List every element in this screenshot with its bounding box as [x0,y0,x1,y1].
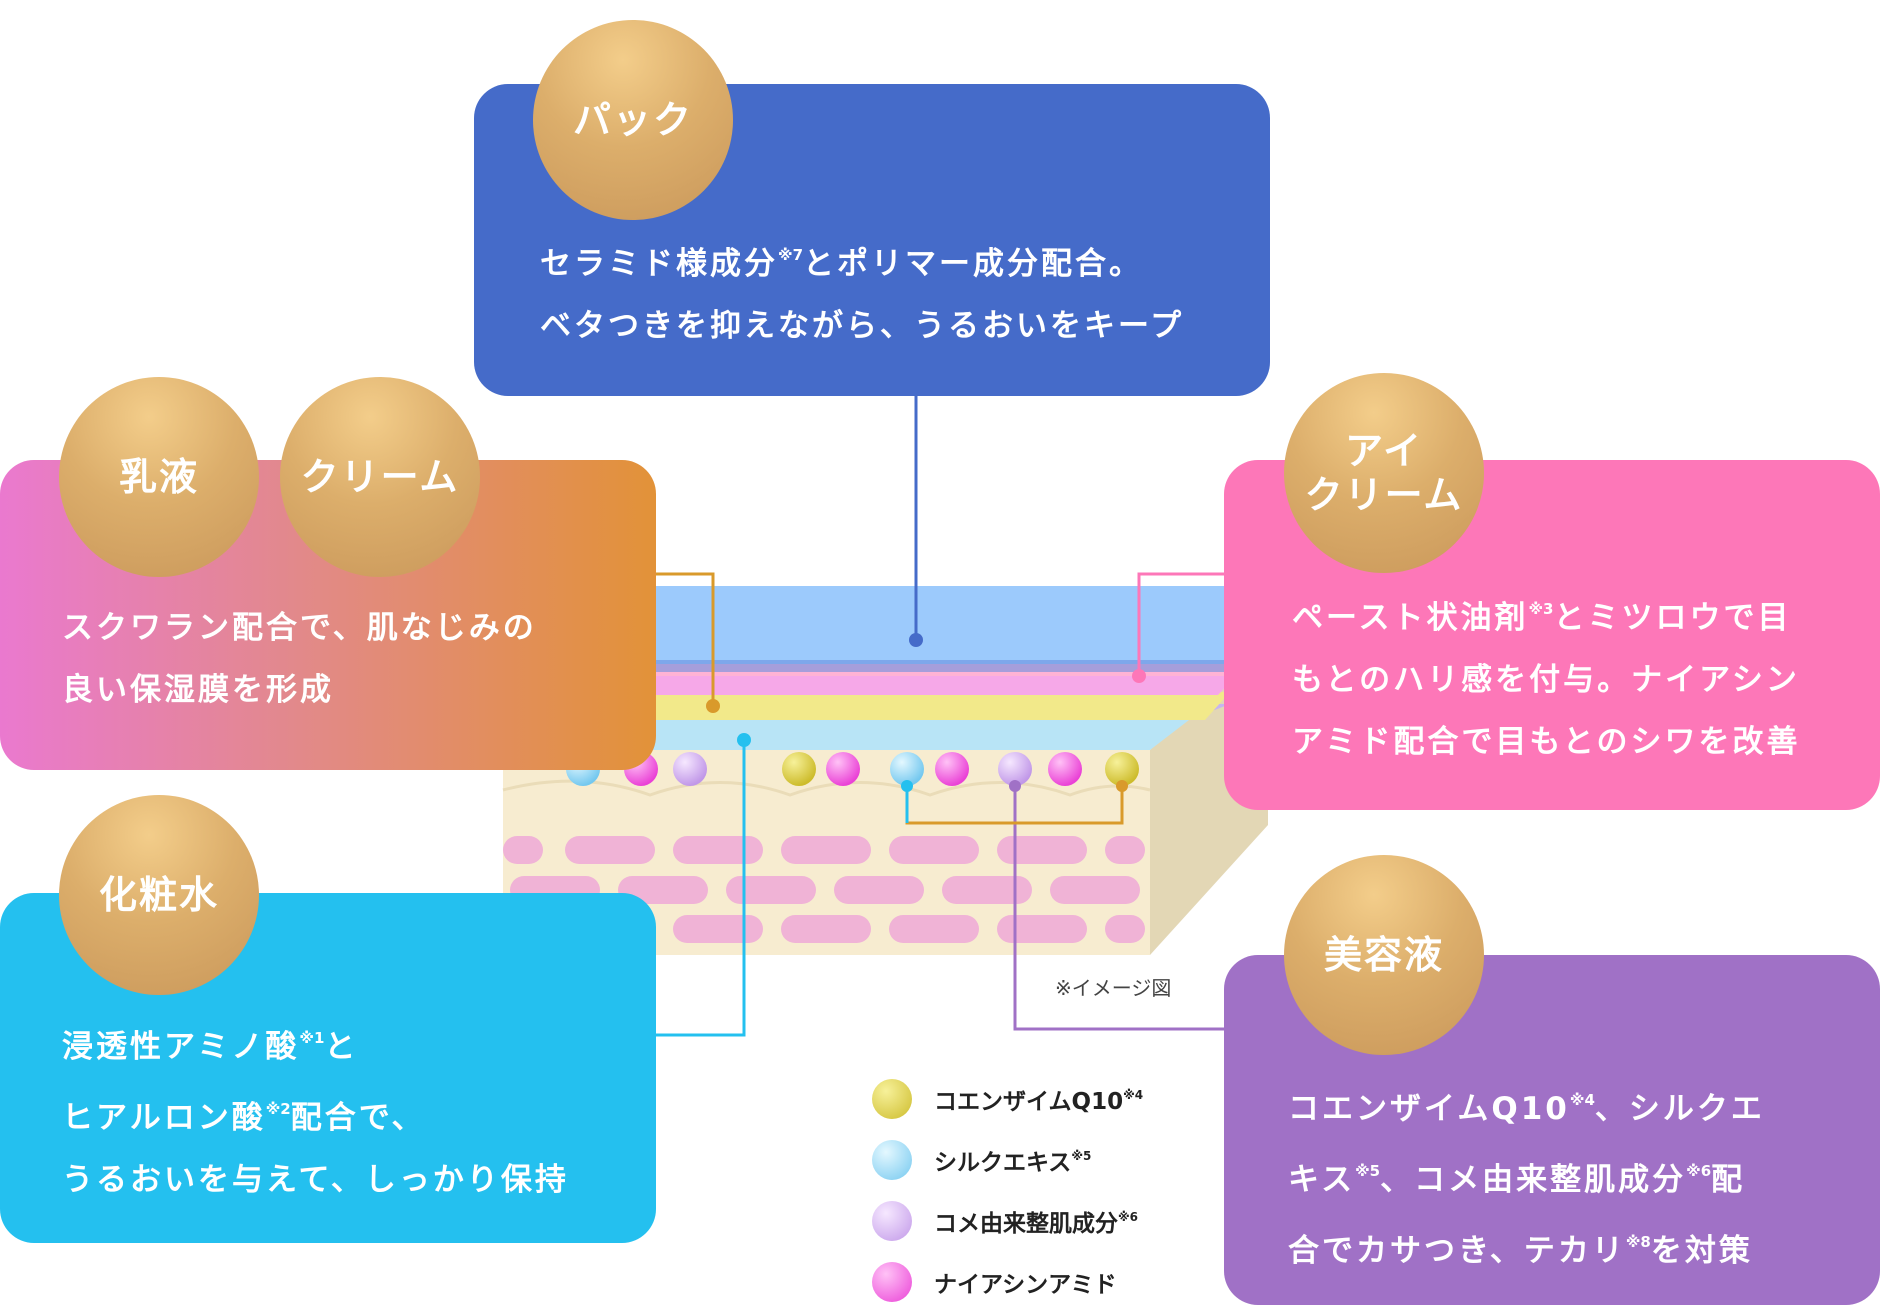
connector-pack [909,396,923,647]
layer-milk [530,692,1230,720]
legend-item-rice: コメ由来整肌成分※6 [872,1199,1138,1243]
badge-eye-label-1: アイ [1344,428,1424,473]
eye-cream-card: ペースト状油剤※3とミツロウで目 もとのハリ感を付与。ナイアシン アミド配合で目… [1224,460,1880,810]
rice-dot-icon [872,1201,912,1241]
serum-footnote-1: ※4 [1569,1091,1595,1109]
legend-label-coq10: コエンザイムQ10※4 [934,1088,1144,1115]
serum-line2-mid: 、コメ由来整肌成分 [1380,1162,1687,1198]
legend-item-silk: シルクエキス※5 [872,1138,1091,1182]
badge-eye-cream: アイ クリーム [1284,373,1484,573]
lotion-line3: うるおいを与えて、しっかり保持 [62,1162,569,1198]
lotion-line2: ヒアルロン酸 [62,1100,266,1136]
legend-item-niacinamide: ナイアシンアミド [872,1260,1117,1304]
serum-line3: 合でカサつき、テカリ [1288,1233,1626,1269]
pack-line1-rest: とポリマー成分配合。 [803,246,1144,282]
badge-serum: 美容液 [1284,855,1484,1055]
badge-pack: パック [533,20,733,220]
connector-lotion [656,733,751,1037]
lotion-description: 浸透性アミノ酸※1と ヒアルロン酸※2配合で、 うるおいを与えて、しっかり保持 [62,1007,569,1211]
milk-description: スクワラン配合で、肌なじみの 良い保湿膜を形成 [62,597,537,721]
serum-footnote-2: ※5 [1355,1162,1381,1180]
silk-dot-icon [872,1140,912,1180]
legend-label-rice: コメ由来整肌成分※6 [934,1210,1139,1237]
eye-line3: アミド配合で目もとのシワを改善 [1292,724,1801,760]
serum-description: コエンザイムQ10※4、シルクエ キス※5、コメ由来整肌成分※6配 合でカサつき… [1288,1069,1765,1282]
badge-cream-label: クリーム [300,454,460,499]
connector-eye [1132,572,1224,683]
pack-line1: セラミド様成分 [540,246,778,282]
serum-line3-rest: を対策 [1650,1233,1753,1269]
pack-footnote: ※7 [778,246,804,264]
legend-label-silk: シルクエキス※5 [934,1149,1092,1176]
image-note: ※イメージ図 [1055,976,1172,1000]
badge-serum-label: 美容液 [1323,932,1444,977]
lotion-footnote-1: ※1 [299,1029,325,1047]
milk-line2: 良い保湿膜を形成 [62,672,334,708]
lotion-card: 浸透性アミノ酸※1と ヒアルロン酸※2配合で、 うるおいを与えて、しっかり保持 [0,893,656,1243]
layer-cream [545,672,1240,695]
dermis-cells [503,836,1145,943]
serum-line1-rest: 、シルクエ [1594,1091,1765,1127]
badge-lotion: 化粧水 [59,795,259,995]
badge-lotion-label: 化粧水 [98,872,219,917]
eye-line2: もとのハリ感を付与。ナイアシン [1292,662,1800,698]
lotion-line2-rest: 配合で、 [290,1100,426,1136]
lotion-line1: 浸透性アミノ酸 [62,1029,300,1065]
eye-line1: ペースト状油剤 [1292,600,1529,636]
pack-line2: ベタつきを抑えながら、うるおいをキープ [540,308,1185,344]
badge-cream: クリーム [280,377,480,577]
layer-lotion [503,720,1189,750]
legend-item-coq10: コエンザイムQ10※4 [872,1077,1143,1121]
badge-milk: 乳液 [59,377,259,577]
badge-milk-label: 乳液 [118,454,199,499]
connector-serum [901,780,1224,1031]
layer-pack [575,586,1268,664]
eye-line1-rest: とミツロウで目 [1553,600,1792,636]
ingredient-spheres [566,752,1139,786]
serum-footnote-3: ※6 [1686,1162,1712,1180]
eye-footnote: ※3 [1528,600,1554,618]
coq10-dot-icon [872,1079,912,1119]
serum-footnote-4: ※8 [1625,1233,1651,1251]
milk-line1: スクワラン配合で、肌なじみの [62,610,537,646]
legend-label-niacinamide: ナイアシンアミド [934,1272,1117,1298]
lotion-footnote-2: ※2 [265,1100,291,1118]
eye-description: ペースト状油剤※3とミツロウで目 もとのハリ感を付与。ナイアシン アミド配合で目… [1292,578,1800,773]
niacinamide-dot-icon [872,1262,912,1302]
serum-line1: コエンザイムQ10 [1288,1091,1570,1127]
lotion-line1-rest: と [324,1029,359,1065]
serum-line2: キス [1288,1162,1356,1198]
serum-line2-rest: 配 [1711,1162,1746,1198]
connector-milk [656,572,720,713]
badge-eye-label-2: クリーム [1304,472,1464,517]
pack-description: セラミド様成分※7とポリマー成分配合。 ベタつきを抑えながら、うるおいをキープ [540,224,1184,357]
badge-pack-label: パック [572,97,693,142]
